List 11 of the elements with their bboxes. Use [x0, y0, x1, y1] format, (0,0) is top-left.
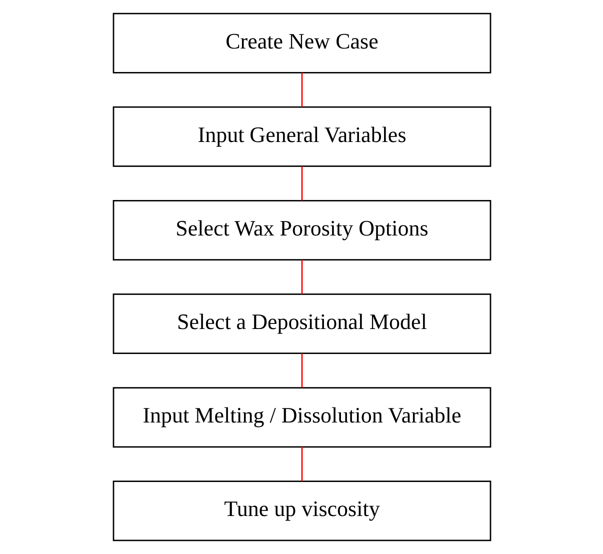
node-box: Select Wax Porosity Options [112, 200, 491, 260]
node-box: Input Melting / Dissolution Variable [112, 387, 491, 448]
connector [300, 260, 302, 294]
node-box: Input General Variables [112, 106, 491, 167]
connector [300, 166, 302, 200]
connector [300, 446, 302, 482]
node-box: Create New Case [112, 12, 491, 74]
node-box: Tune up viscosity [112, 480, 491, 542]
connector [300, 72, 302, 107]
connector [300, 353, 302, 388]
node-box: Select a Depositional Model [112, 294, 491, 354]
